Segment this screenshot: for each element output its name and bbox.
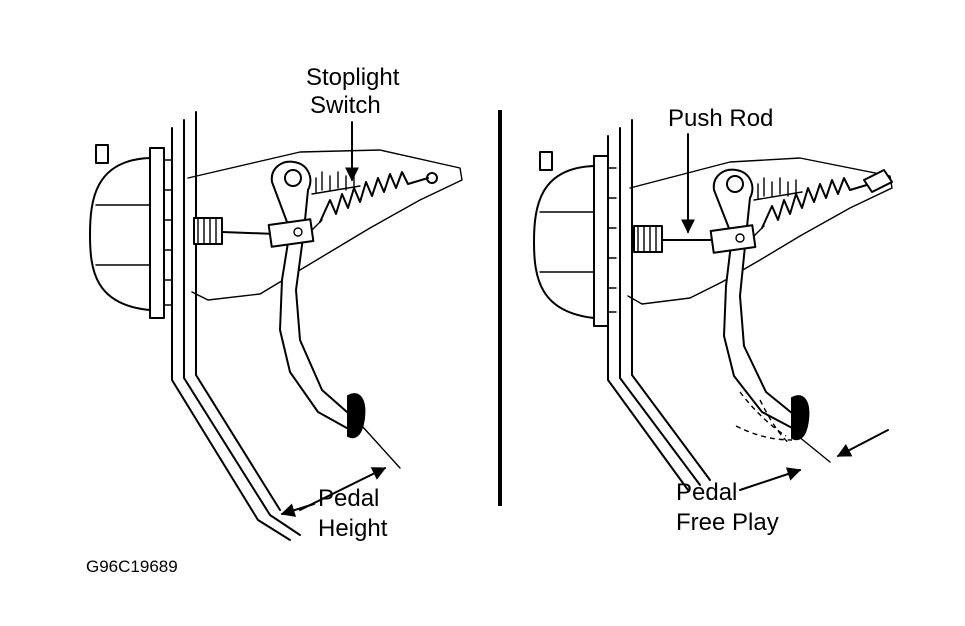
booster-stud-left <box>193 217 223 245</box>
pedal-pad-right <box>791 395 810 441</box>
stoplight-switch-right <box>753 177 803 201</box>
brake-pedal-left <box>270 160 357 433</box>
stoplight-switch-label-2: Switch <box>310 92 381 119</box>
brake-booster-left <box>89 144 173 319</box>
free-play-arrow-left <box>739 467 802 491</box>
pedal-free-play-label-2: Free Play <box>676 509 779 536</box>
right-pedal-assembly <box>533 119 893 491</box>
push-rod-left <box>221 231 277 235</box>
figure-code: G96C19689 <box>86 557 178 576</box>
pedal-height-arrow <box>299 467 387 511</box>
brake-booster-right <box>533 151 617 327</box>
pedal-height-label-1: Pedal <box>318 485 379 512</box>
stoplight-switch-label-1: Stoplight <box>306 64 400 91</box>
pedal-free-play-label-1: Pedal <box>676 479 737 506</box>
brake-pedal-right <box>712 168 799 431</box>
firewall-right <box>607 119 711 491</box>
free-play-arrow-right <box>836 429 889 457</box>
free-play-extension <box>797 435 831 463</box>
pedal-height-extension <box>361 425 401 469</box>
pedal-bracket-left <box>187 149 463 301</box>
booster-stud-right <box>633 225 663 253</box>
return-spring-right <box>761 177 871 229</box>
pedal-height-label-2: Height <box>318 515 388 542</box>
pedal-height-pointer <box>280 503 315 517</box>
stoplight-switch-left <box>311 171 361 195</box>
return-spring-left <box>319 171 429 223</box>
pedal-bracket-right <box>627 157 893 305</box>
firewall-left <box>171 111 301 541</box>
pedal-pad-left <box>347 393 366 439</box>
pedal-depressed-outline <box>735 391 793 445</box>
push-rod-label: Push Rod <box>668 105 773 132</box>
left-pedal-assembly <box>89 111 463 541</box>
